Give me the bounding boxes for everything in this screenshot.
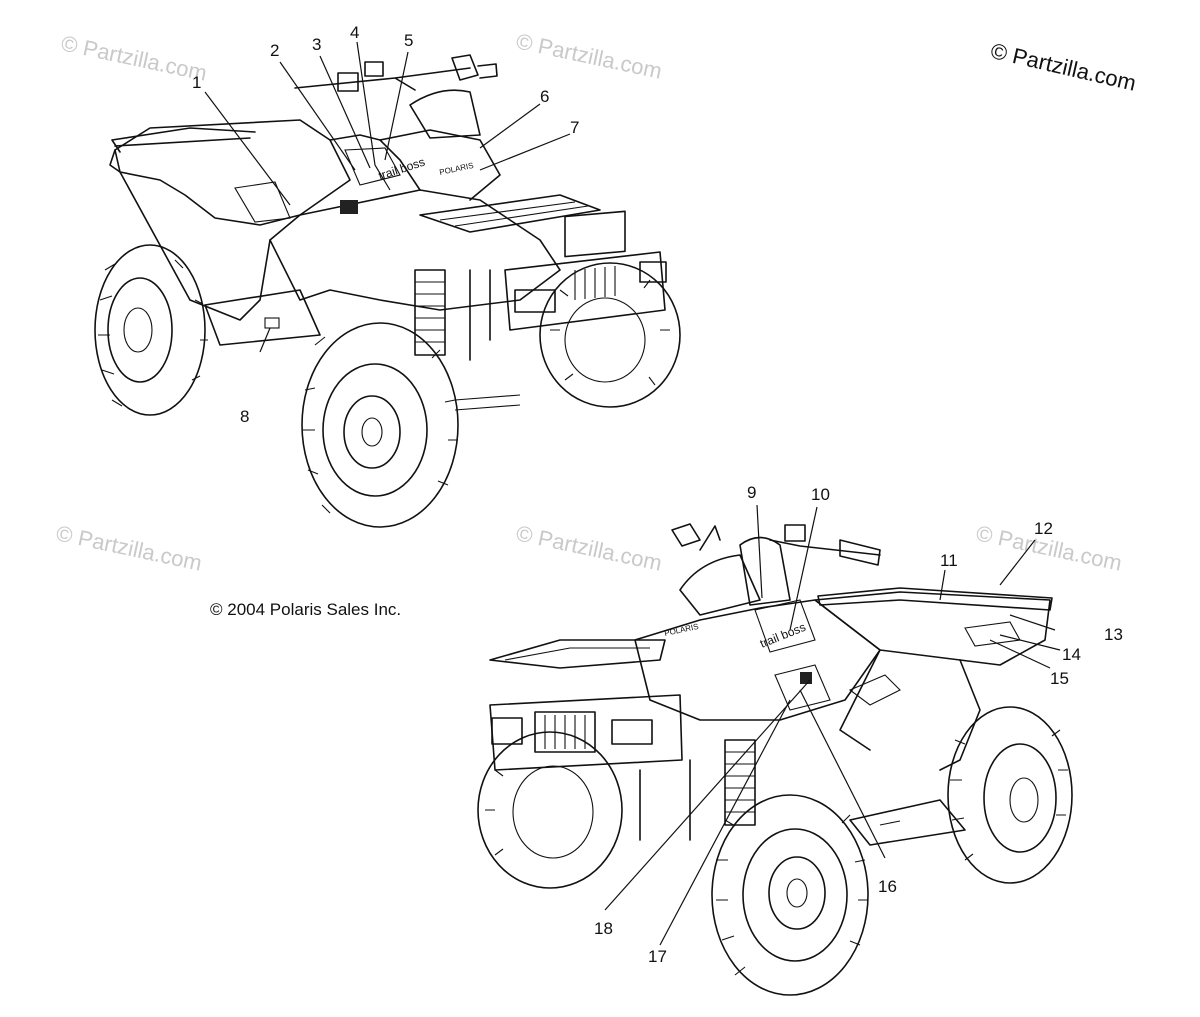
watermark-3: © Partzilla.com	[54, 520, 204, 575]
side-decal-right	[774, 664, 831, 711]
callout-1: 1	[192, 73, 201, 92]
front-right-wheel	[711, 794, 869, 996]
front-left-wheel	[301, 322, 459, 528]
tank-decal-right	[754, 599, 816, 653]
rear-right-wheel	[539, 262, 681, 408]
tank-decal	[344, 147, 401, 186]
front-bumper-right	[489, 694, 691, 841]
side-decal	[234, 181, 291, 223]
leader-lines	[204, 41, 1061, 946]
callout-5: 5	[404, 31, 413, 50]
handlebar-right	[671, 523, 881, 606]
body: trail boss POLARIS	[109, 119, 561, 346]
body-right: trail boss POLARIS	[634, 554, 1051, 846]
callout-7: 7	[570, 118, 579, 137]
fender-logo-right-text: POLARIS	[664, 622, 700, 638]
callout-11: 11	[940, 551, 958, 570]
watermark-1: © Partzilla.com	[59, 30, 209, 85]
handlebar	[294, 54, 498, 139]
callout-13: 13	[1104, 625, 1123, 644]
rear-wheel	[947, 706, 1073, 884]
fender-logo-text: POLARIS	[439, 161, 475, 177]
watermarks: © Partzilla.com © Partzilla.com © Partzi…	[54, 28, 1124, 575]
callout-15: 15	[1050, 669, 1069, 688]
footwell-decal	[264, 317, 280, 329]
callout-12: 12	[1034, 519, 1053, 538]
front-shock	[414, 269, 446, 356]
front-rack	[419, 194, 601, 233]
callout-8: 8	[240, 407, 249, 426]
atv-left-view: trail boss POLARIS	[94, 54, 681, 528]
tank-decal-right-text: trail boss	[758, 620, 808, 651]
a-arm	[454, 394, 521, 411]
front-rack-right	[489, 639, 666, 669]
front-shock-right	[724, 739, 756, 826]
callout-4: 4	[350, 23, 359, 42]
black-decal	[340, 200, 358, 214]
callout-6: 6	[540, 87, 549, 106]
atv-right-view: trail boss POLARIS	[477, 523, 1073, 996]
callout-9: 9	[747, 483, 756, 502]
callout-10: 10	[811, 485, 830, 504]
callout-16: 16	[878, 877, 897, 896]
front-left-wheel-bg	[477, 731, 623, 889]
watermark-4: © Partzilla.com	[514, 520, 664, 575]
front-bumper	[469, 210, 667, 361]
callout-18: 18	[594, 919, 613, 938]
tank-decal-text: trail boss	[377, 155, 427, 183]
rear-left-wheel	[94, 244, 208, 416]
rear-fender-decal	[964, 621, 1021, 647]
callout-17: 17	[648, 947, 667, 966]
callout-labels: 1 2 3 4 5 6 7 8 9 10 11 12 13 14 15 16 1…	[192, 23, 1123, 966]
watermark-2: © Partzilla.com	[514, 28, 664, 83]
rear-rack	[111, 127, 256, 153]
callout-2: 2	[270, 41, 279, 60]
callout-14: 14	[1062, 645, 1081, 664]
black-decal-right	[800, 672, 812, 684]
polaris-copyright: © 2004 Polaris Sales Inc.	[210, 600, 402, 619]
callout-3: 3	[312, 35, 321, 54]
rear-rack-right	[817, 587, 1053, 611]
